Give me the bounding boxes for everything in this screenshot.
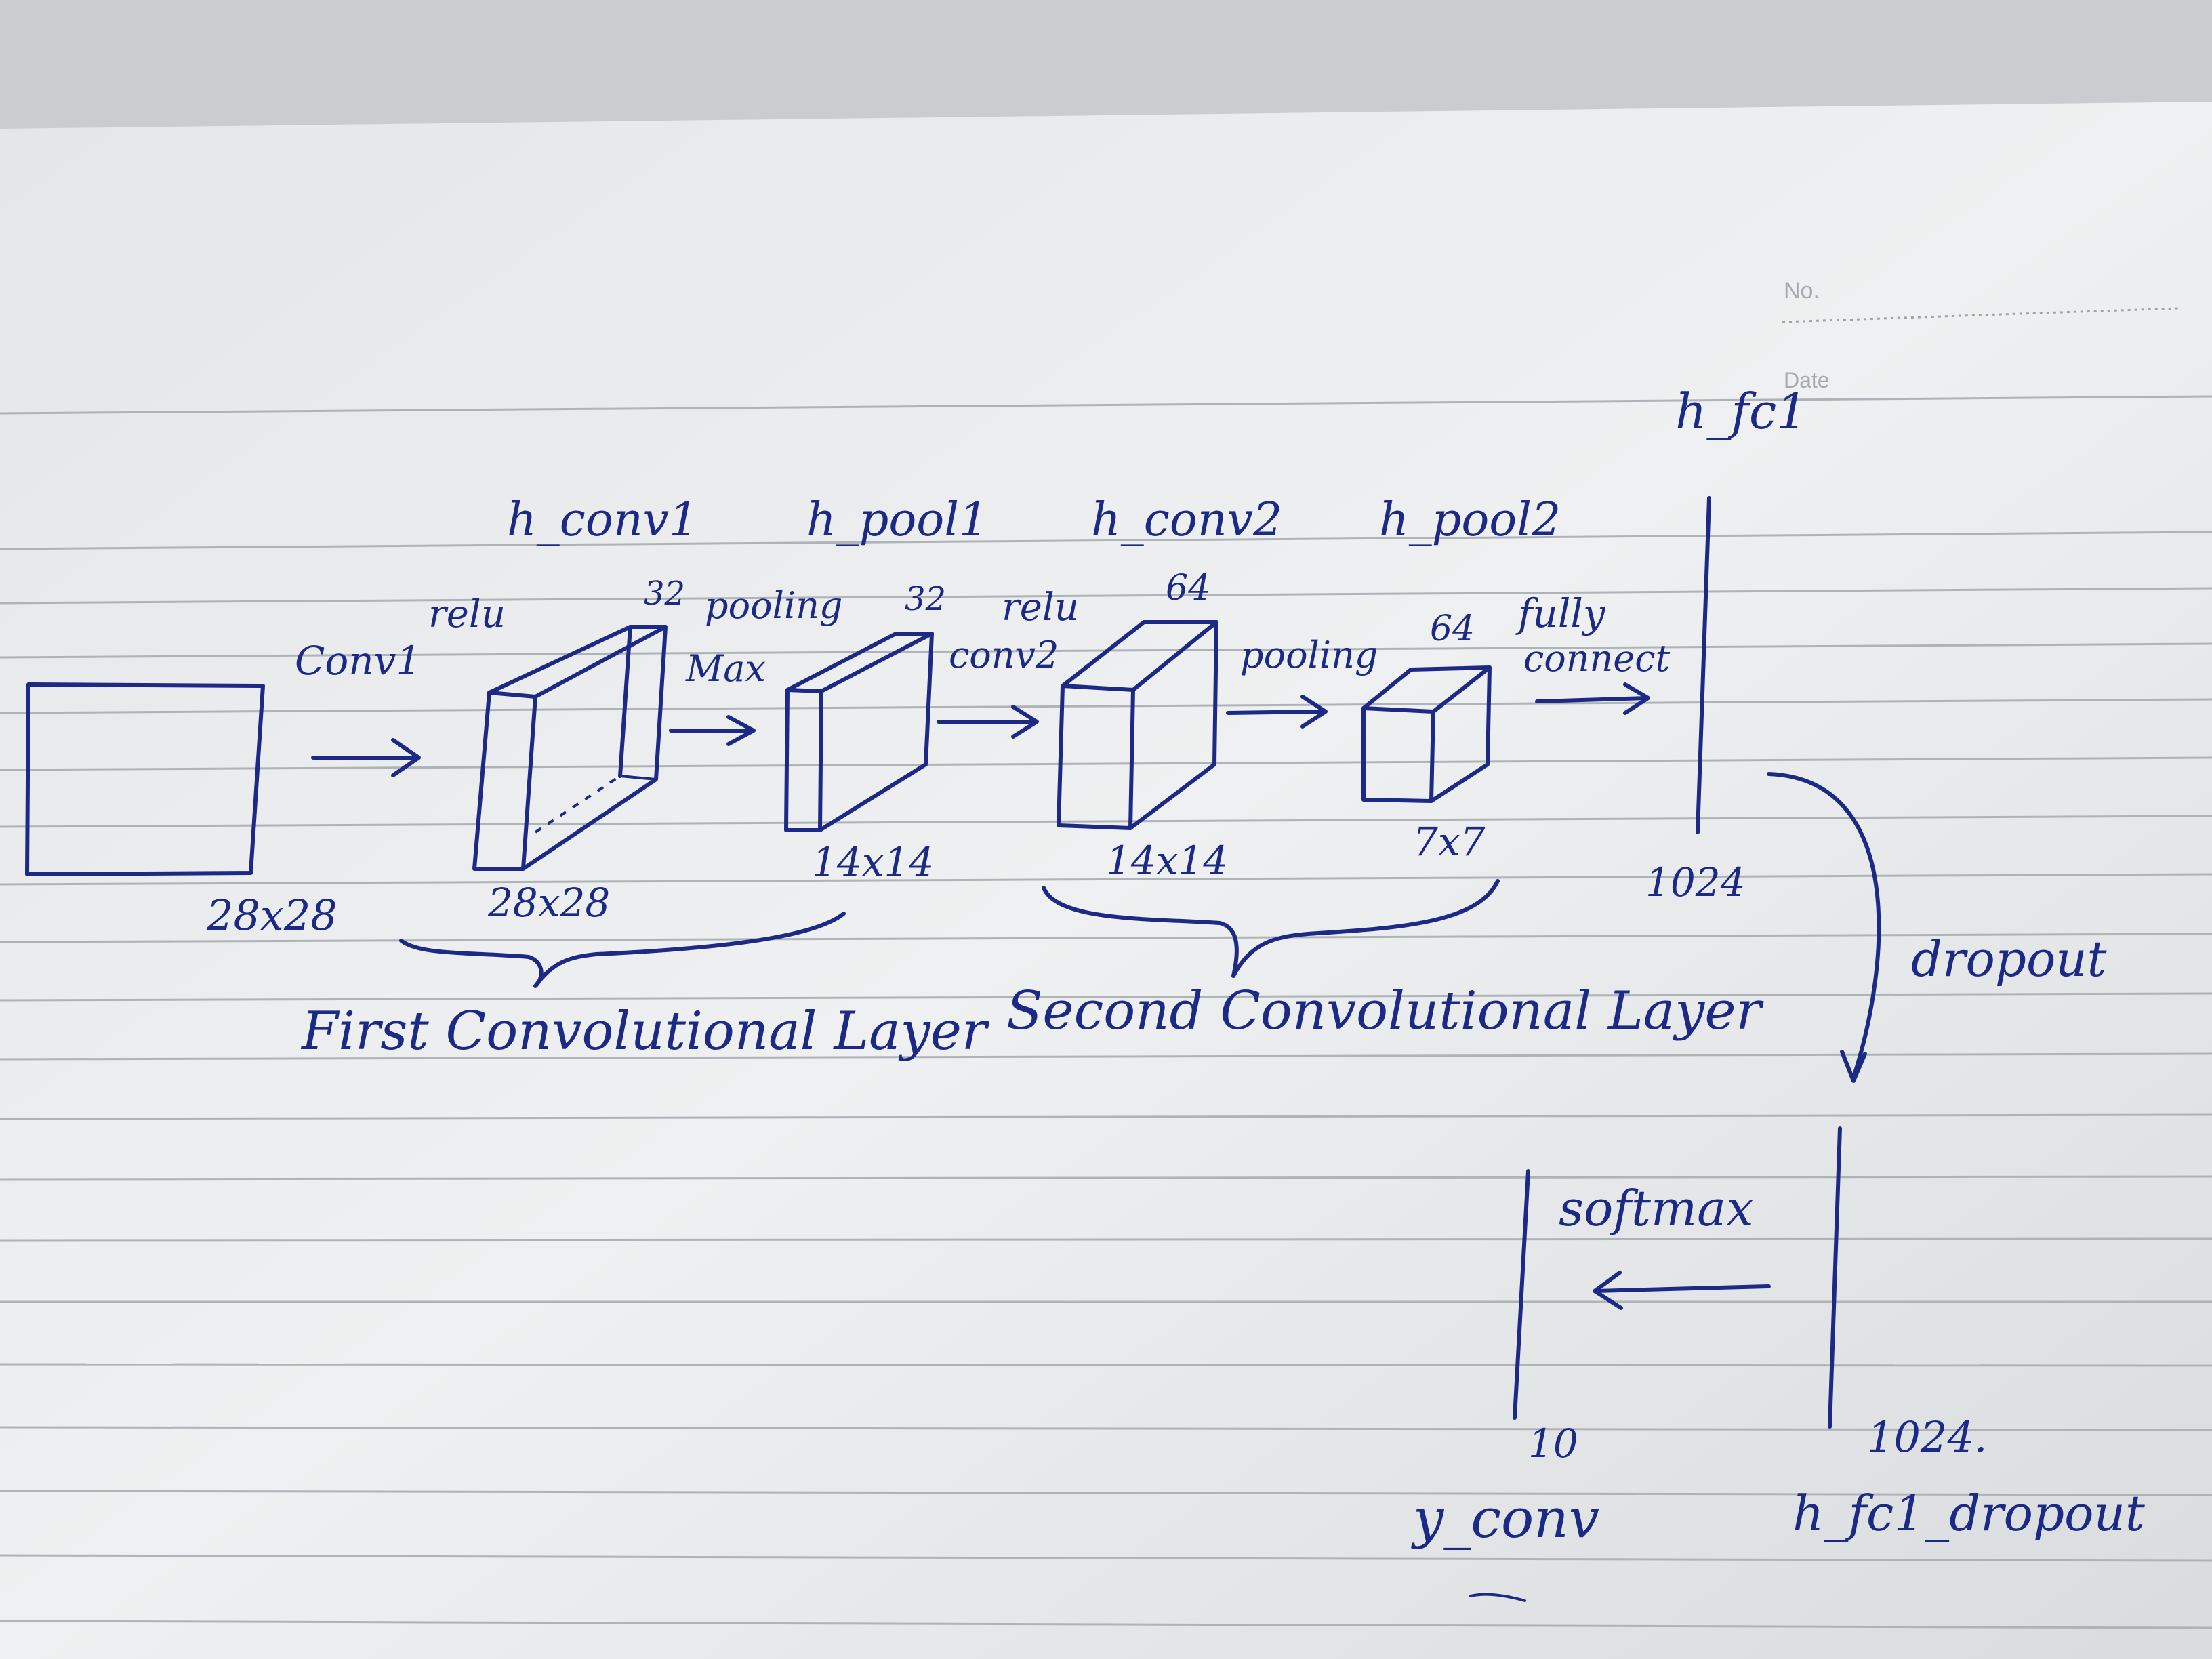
conv2-arrow — [937, 705, 1039, 739]
h-fc1-dropout-size: 1024. — [1867, 1412, 1988, 1462]
y-conv-underline-stroke — [1469, 1593, 1526, 1602]
h-conv2-label: h_conv2 — [1091, 493, 1282, 547]
dropout-arrow — [1767, 772, 1881, 1080]
h-pool1-label: h_pool1 — [806, 493, 988, 547]
dropout-label: dropout — [1911, 930, 2108, 987]
h-conv2-block — [1057, 620, 1218, 830]
h-fc1-label: h_fc1 — [1675, 383, 1807, 440]
y-conv-label: y_conv — [1411, 1487, 1599, 1550]
h-conv1-label: h_conv1 — [507, 493, 698, 547]
relu2-label: relu — [1002, 586, 1079, 630]
y-conv-vector — [1513, 1169, 1530, 1420]
h-conv2-depth: 64 — [1166, 568, 1210, 609]
h-pool2-size: 7x7 — [1413, 819, 1486, 865]
h-pool2-depth: 64 — [1430, 609, 1475, 649]
input-image-square — [25, 682, 265, 876]
fully-connect-arrow — [1535, 682, 1650, 715]
pooling1-arrow — [669, 715, 756, 746]
h-conv1-size: 28x28 — [487, 880, 610, 926]
pooling2-arrow — [1226, 695, 1328, 729]
h-fc1-dropout-vector — [1828, 1126, 1842, 1429]
h-conv2-size: 14x14 — [1106, 838, 1228, 884]
h-fc1-vector — [1696, 496, 1711, 834]
softmax-arrow — [1593, 1271, 1771, 1310]
y-conv-size: 10 — [1528, 1420, 1578, 1467]
softmax-label: softmax — [1559, 1180, 1754, 1237]
h-fc1-dropout-label: h_fc1_dropout — [1793, 1485, 2146, 1542]
conv2-label: conv2 — [949, 634, 1059, 676]
fully-label: fully — [1515, 590, 1606, 636]
conv1-arrow — [311, 738, 421, 777]
h-conv1-depth: 32 — [644, 575, 685, 613]
date-label: Date — [1784, 368, 1830, 392]
h-pool2-label: h_pool2 — [1379, 493, 1561, 547]
no-label: No. — [1784, 278, 1820, 304]
dropout-arrowhead — [1840, 1050, 1867, 1083]
conv1-label: Conv1 — [295, 638, 421, 684]
h-pool1-depth: 32 — [905, 580, 946, 618]
h-fc1-size: 1024 — [1645, 859, 1746, 905]
ruled-lines — [0, 307, 2212, 1629]
first-layer-caption: First Convolutional Layer — [300, 1001, 990, 1062]
h-pool1-block — [784, 632, 934, 832]
max-label: Max — [685, 647, 766, 690]
first-layer-brace — [399, 912, 846, 988]
second-layer-caption: Second Convolutional Layer — [1006, 981, 1765, 1042]
input-size-label: 28x28 — [206, 890, 337, 940]
h-conv1-block — [472, 625, 668, 871]
second-layer-brace — [1042, 879, 1500, 978]
h-pool1-size: 14x14 — [812, 839, 934, 885]
pooling1-label: pooling — [705, 584, 842, 627]
h-pool2-block — [1361, 665, 1492, 803]
pooling2-label: pooling — [1240, 634, 1378, 676]
relu1-label: relu — [428, 592, 506, 636]
connect-label: connect — [1523, 637, 1671, 680]
